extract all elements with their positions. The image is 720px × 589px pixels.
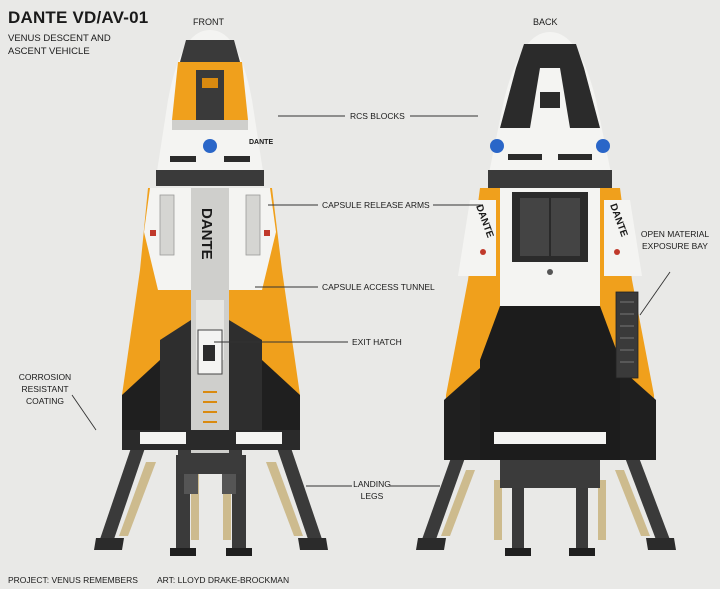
- back-material-bay: [615, 291, 639, 379]
- callout-landing-line-2: LEGS: [360, 491, 384, 501]
- callout-corrosion-line-2: RESISTANT: [21, 384, 69, 394]
- front-ladder: [203, 391, 217, 423]
- callout-open-material-line-2: EXPOSURE BAY: [642, 241, 708, 251]
- back-agency-logo-right: [596, 139, 610, 153]
- callout-capsule-release-arms: CAPSULE RELEASE ARMS: [322, 200, 430, 210]
- callout-rcs-blocks: RCS BLOCKS: [350, 111, 405, 121]
- footer-art-credit: ART: LLOYD DRAKE-BROCKMAN: [157, 575, 290, 585]
- back-vehicle: [416, 32, 676, 556]
- callout-corrosion-line-1: CORROSION: [18, 372, 72, 382]
- callout-landing-line-1: LANDING: [353, 479, 391, 489]
- front-dante-small-marking: DANTE: [249, 139, 273, 146]
- callout-leader-lines: [71, 115, 671, 487]
- callout-capsule-access-tunnel: CAPSULE ACCESS TUNNEL: [322, 282, 435, 292]
- diagram-title: DANTE VD/AV-01: [8, 8, 149, 27]
- subtitle-line-2: ASCENT VEHICLE: [8, 46, 90, 57]
- callout-corrosion-coating: CORROSION RESISTANT COATING: [14, 371, 76, 407]
- callout-exit-hatch: EXIT HATCH: [352, 337, 402, 347]
- front-dante-marking: DANTE: [198, 208, 215, 260]
- callout-open-material-line-1: OPEN MATERIAL: [640, 229, 710, 239]
- back-landing-legs: [416, 455, 676, 556]
- front-vehicle: [94, 30, 328, 556]
- footer-project: PROJECT: VENUS REMEMBERS: [8, 575, 138, 585]
- front-view-label: FRONT: [193, 17, 224, 27]
- front-agency-logo: [203, 139, 217, 153]
- callout-open-material-bay: OPEN MATERIAL EXPOSURE BAY: [637, 228, 713, 252]
- callout-corrosion-line-3: COATING: [25, 396, 65, 406]
- back-view-label: BACK: [533, 17, 558, 27]
- back-agency-logo-left: [490, 139, 504, 153]
- subtitle-line-1: VENUS DESCENT AND: [8, 33, 111, 44]
- diagram-subtitle: VENUS DESCENT AND ASCENT VEHICLE: [8, 32, 148, 58]
- callout-landing-legs: LANDING LEGS: [352, 478, 392, 502]
